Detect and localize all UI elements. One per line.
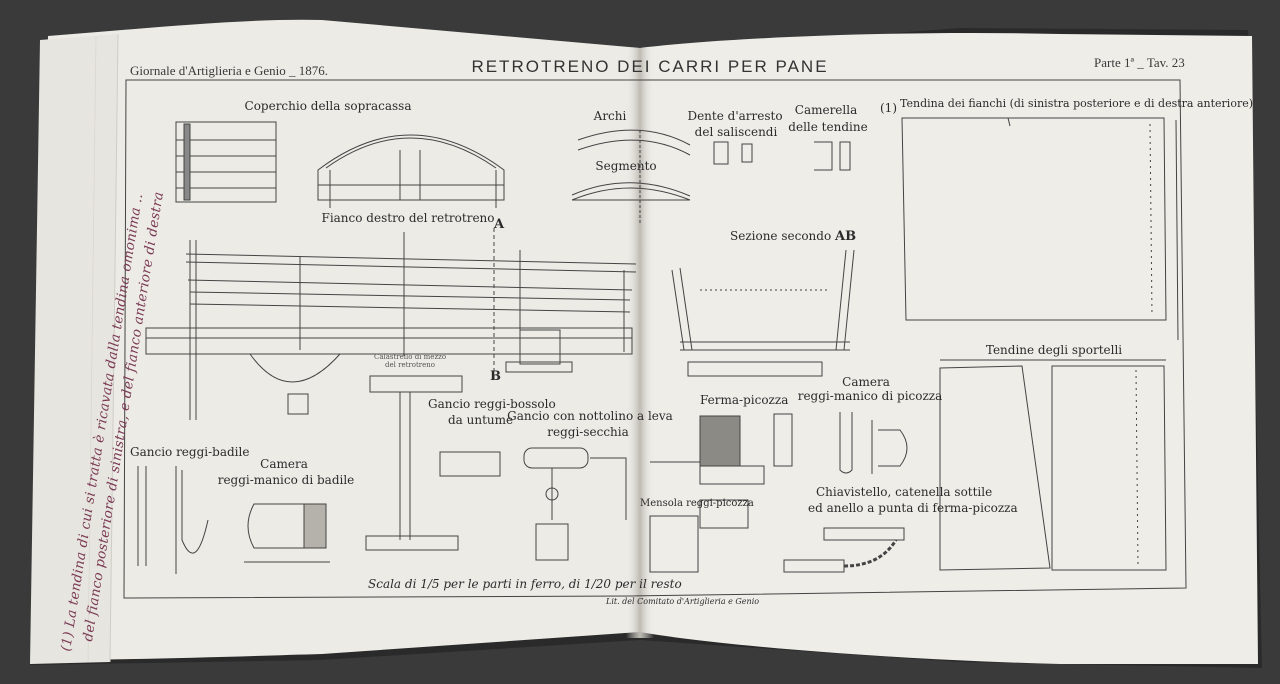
chiavistello-drawing: [783, 527, 905, 573]
label-chiavistello-2: ed anello a punta di ferma-picozza: [808, 501, 1018, 515]
coperchio-drawing: [175, 121, 505, 208]
label-tendine-sportelli: Tendine degli sportelli: [985, 343, 1123, 357]
label-coperchio: Coperchio della sopracassa: [244, 99, 412, 113]
label-camerella-2: delle tendine: [788, 120, 868, 134]
tendine-sportelli-drawing: [939, 359, 1167, 571]
label-gancio-badile: Gancio reggi-badile: [130, 445, 250, 459]
label-ferma-picozza: Ferma-picozza: [700, 393, 789, 407]
archi-drawing: [571, 129, 691, 224]
label-sezione: Sezione secondo AB: [730, 229, 857, 244]
label-camera-picozza: Camera: [842, 375, 890, 389]
label-dente-2: del saliscendi: [694, 125, 778, 139]
label-tendina-fianchi: Tendina dei fianchi (di sinistra posteri…: [900, 97, 1253, 110]
label-mensola: Mensola reggi-picozza: [640, 498, 754, 509]
lithographer-credit: Lit. del Comitato d'Artiglieria e Genio: [606, 597, 760, 606]
mensola-drawing: [649, 515, 699, 573]
label-camerella: Camerella: [794, 103, 858, 117]
label-dente: Dente d'arresto: [687, 109, 783, 123]
gancio-bossolo-drawing: [439, 451, 501, 477]
right-page: [640, 32, 1258, 665]
label-calastrello-2: del retrotreno: [385, 361, 435, 369]
camera-picozza-drawing: [839, 412, 908, 474]
camera-badile-drawing: [244, 503, 330, 563]
label-archi: Archi: [593, 109, 627, 123]
label-letter-a: A: [494, 217, 505, 232]
label-fianco: Fianco destro del retrotreno: [321, 211, 495, 225]
gancio-badile-drawing: [137, 466, 209, 574]
fianco-drawing: [145, 228, 637, 420]
plate-number: Parte 1ª _ Tav. 23: [1094, 55, 1185, 70]
dente-drawing: [713, 141, 729, 165]
calastrello-drawing: [365, 375, 463, 551]
ferma-picozza-drawing: [650, 413, 793, 529]
scale-note: Scala di 1/5 per le parti in ferro, di 1…: [368, 577, 682, 591]
plate-title: RETROTRENO DEI CARRI PER PANE: [471, 57, 829, 76]
label-camera-badile-2: reggi-manico di badile: [217, 473, 355, 487]
label-calastrello: Calastrello di mezzo: [373, 353, 447, 361]
plate-border: [123, 79, 1187, 599]
gancio-nottolino-drawing: [523, 447, 627, 561]
label-gancio-bossolo-2: da untume: [448, 413, 514, 427]
sezione-drawing: [671, 249, 855, 377]
label-gancio-nottolino-2: reggi-secchia: [547, 425, 629, 439]
camerella-drawing: [814, 141, 833, 171]
label-camera-picozza-2: reggi-manico di picozza: [797, 389, 943, 403]
tendina-fianchi-drawing: [901, 117, 1179, 341]
label-gancio-bossolo: Gancio reggi-bossolo: [428, 397, 556, 411]
label-tendina-note: (1): [880, 101, 897, 115]
journal-header: Giornale d'Artiglieria e Genio _ 1876.: [130, 63, 329, 78]
label-letter-b: B: [490, 369, 501, 384]
label-gancio-nottolino: Gancio con nottolino a leva: [507, 409, 673, 423]
label-segmento: Segmento: [595, 159, 657, 173]
label-chiavistello: Chiavistello, catenella sottile: [816, 485, 993, 499]
label-camera-badile: Camera: [260, 457, 308, 471]
